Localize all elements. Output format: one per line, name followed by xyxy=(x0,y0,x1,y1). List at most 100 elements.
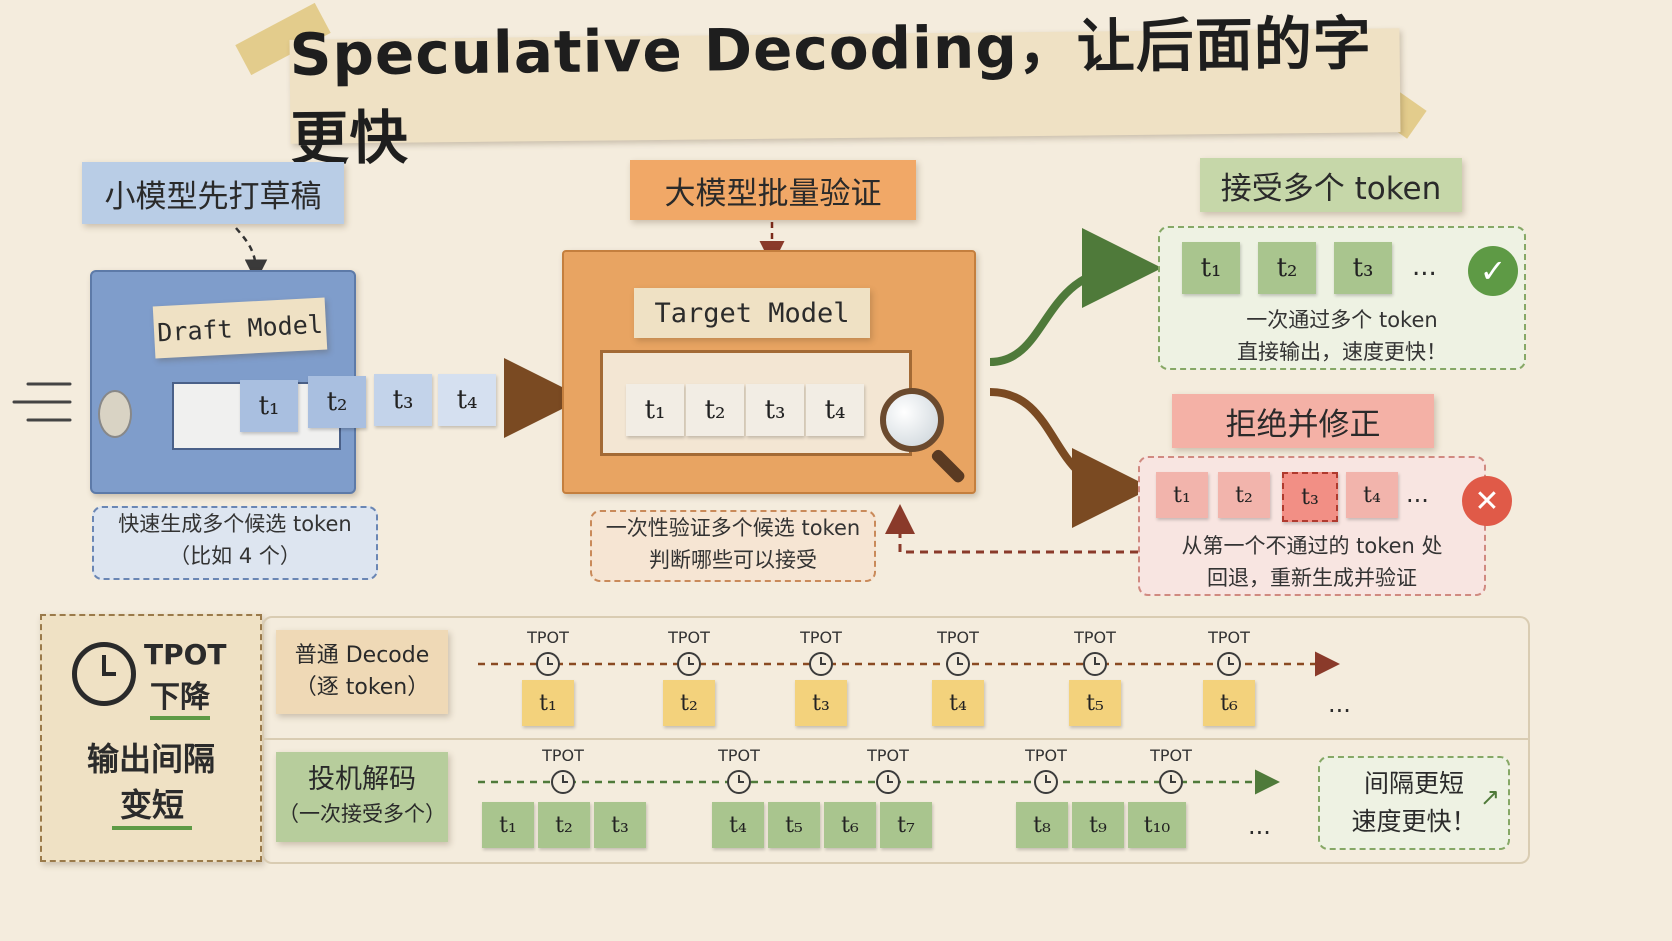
target-token-4: t₄ xyxy=(806,384,864,436)
spec-token-3: t₃ xyxy=(594,802,646,848)
badge-line1: 间隔更短 xyxy=(1363,769,1464,798)
normal-clock-icon-4 xyxy=(946,652,970,676)
draft-label: 小模型先打草稿 xyxy=(82,162,344,224)
cross-icon: ✕ xyxy=(1462,476,1512,526)
draft-token-4: t₄ xyxy=(438,374,496,426)
normal-clock-icon-1 xyxy=(536,652,560,676)
spec-tpot-2: TPOT xyxy=(718,746,760,765)
normal-ellipsis: ... xyxy=(1328,690,1351,718)
target-model-box: Target Model xyxy=(562,250,976,494)
spec-token-9: t₉ xyxy=(1072,802,1124,848)
magnifier-icon xyxy=(880,388,967,485)
accept-note-line1: 一次通过多个 token xyxy=(1246,308,1438,332)
normal-tpot-5: TPOT xyxy=(1074,628,1116,647)
accept-token-3: t₃ xyxy=(1334,242,1392,294)
spec-token-6: t₆ xyxy=(824,802,876,848)
normal-clock-icon-6 xyxy=(1217,652,1241,676)
draft-note-line1: 快速生成多个候选 token xyxy=(118,512,352,536)
target-label: 大模型批量验证 xyxy=(630,160,916,220)
trend-up-icon: ↗ xyxy=(1479,783,1500,811)
target-note-line2: 判断哪些可以接受 xyxy=(649,548,817,572)
reject-note: 从第一个不通过的 token 处 回退，重新生成并验证 xyxy=(1140,530,1484,594)
spec-token-10: t₁₀ xyxy=(1128,802,1186,848)
normal-token-4: t₄ xyxy=(932,680,984,726)
draft-note: 快速生成多个候选 token （比如 4 个） xyxy=(92,506,378,580)
accept-label: 接受多个 token xyxy=(1200,158,1462,212)
spec-token-2: t₂ xyxy=(538,802,590,848)
reject-note-line2: 回退，重新生成并验证 xyxy=(1207,566,1417,590)
spec-token-5: t₅ xyxy=(768,802,820,848)
timeline-divider xyxy=(262,738,1528,740)
spec-label: 投机解码 （一次接受多个） xyxy=(276,752,448,842)
spec-token-7: t₇ xyxy=(880,802,932,848)
draft-note-line2: （比如 4 个） xyxy=(169,544,301,568)
tpot-title-line1: TPOT xyxy=(144,638,227,671)
spec-tpot-3: TPOT xyxy=(867,746,909,765)
normal-label: 普通 Decode （逐 token） xyxy=(276,630,448,714)
tpot-card: TPOT 下降 输出间隔 变短 xyxy=(40,614,262,862)
spec-tpot-4: TPOT xyxy=(1025,746,1067,765)
spec-tpot-5: TPOT xyxy=(1150,746,1192,765)
spec-clock-icon-2 xyxy=(727,770,751,794)
target-model-name: Target Model xyxy=(634,288,870,338)
spec-clock-icon-3 xyxy=(876,770,900,794)
normal-token-2: t₂ xyxy=(663,680,715,726)
accept-note: 一次通过多个 token 直接输出，速度更快！ xyxy=(1160,304,1524,368)
normal-tpot-3: TPOT xyxy=(800,628,842,647)
reject-label: 拒绝并修正 xyxy=(1172,394,1434,448)
accept-token-2: t₂ xyxy=(1258,242,1316,294)
normal-clock-icon-2 xyxy=(677,652,701,676)
tpot-title-line2: 下降 xyxy=(150,672,210,720)
target-token-2: t₂ xyxy=(686,384,744,436)
spec-label-line2: （一次接受多个） xyxy=(278,802,446,826)
spec-clock-icon-5 xyxy=(1159,770,1183,794)
tpot-sub-line2: 变短 xyxy=(112,780,192,830)
normal-tpot-6: TPOT xyxy=(1208,628,1250,647)
draft-model-name: Draft Model xyxy=(152,297,328,359)
badge-line2: 速度更快！ xyxy=(1351,807,1477,836)
accept-ellipsis: ... xyxy=(1412,252,1437,282)
draft-model-box: Draft Model xyxy=(90,270,356,494)
normal-label-line1: 普通 Decode xyxy=(294,643,430,668)
spec-label-line1: 投机解码 xyxy=(308,764,416,795)
spec-token-4: t₄ xyxy=(712,802,764,848)
accept-panel: t₁ t₂ t₃ ... ✓ 一次通过多个 token 直接输出，速度更快！ xyxy=(1158,226,1526,370)
reject-token-2: t₂ xyxy=(1218,472,1270,518)
normal-token-3: t₃ xyxy=(795,680,847,726)
target-token-3: t₃ xyxy=(746,384,804,436)
tpot-sub-line1: 输出间隔 xyxy=(86,740,215,778)
spec-ellipsis: ... xyxy=(1248,812,1271,840)
accept-note-line2: 直接输出，速度更快！ xyxy=(1237,340,1447,364)
reject-note-line1: 从第一个不通过的 token 处 xyxy=(1181,534,1443,558)
target-token-1: t₁ xyxy=(626,384,684,436)
spec-token-8: t₈ xyxy=(1016,802,1068,848)
reject-token-1: t₁ xyxy=(1156,472,1208,518)
normal-clock-icon-5 xyxy=(1083,652,1107,676)
normal-token-5: t₅ xyxy=(1069,680,1121,726)
timeline-frame xyxy=(262,616,1530,864)
spec-token-1: t₁ xyxy=(482,802,534,848)
clock-icon xyxy=(72,642,136,706)
accept-token-1: t₁ xyxy=(1182,242,1240,294)
reject-panel: t₁ t₂ t₃ t₄ ... ✕ 从第一个不通过的 token 处 回退，重新… xyxy=(1138,456,1512,596)
draft-token-2: t₂ xyxy=(308,376,366,428)
check-icon: ✓ xyxy=(1468,246,1518,296)
spec-tpot-1: TPOT xyxy=(542,746,584,765)
normal-tpot-2: TPOT xyxy=(668,628,710,647)
reject-ellipsis: ... xyxy=(1406,480,1429,508)
normal-tpot-1: TPOT xyxy=(527,628,569,647)
normal-label-line2: （逐 token） xyxy=(294,675,430,700)
speed-badge: 间隔更短 速度更快！ ↗ xyxy=(1318,756,1510,850)
spec-clock-icon-1 xyxy=(551,770,575,794)
draft-knob xyxy=(98,390,132,438)
normal-clock-icon-3 xyxy=(809,652,833,676)
draft-token-1: t₁ xyxy=(240,380,298,432)
reject-token-4: t₄ xyxy=(1346,472,1398,518)
draft-token-3: t₃ xyxy=(374,374,432,426)
target-note-line1: 一次性验证多个候选 token xyxy=(605,516,861,540)
reject-token-3: t₃ xyxy=(1282,472,1338,522)
target-note: 一次性验证多个候选 token 判断哪些可以接受 xyxy=(590,510,876,582)
normal-tpot-4: TPOT xyxy=(937,628,979,647)
spec-clock-icon-4 xyxy=(1034,770,1058,794)
